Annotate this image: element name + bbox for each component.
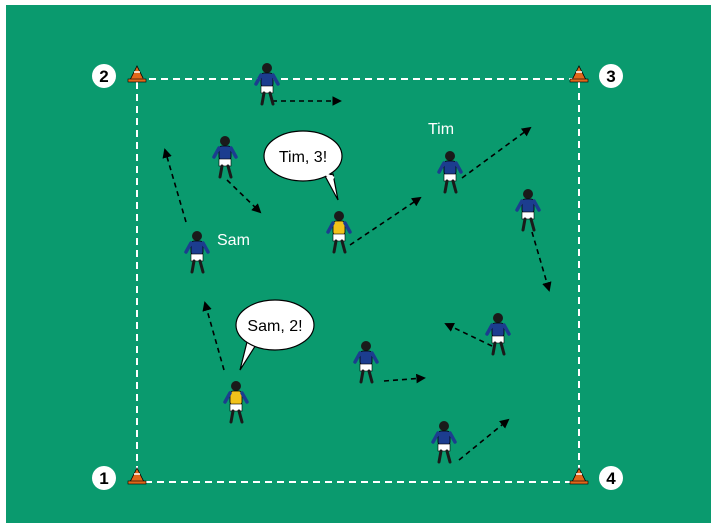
player xyxy=(485,311,511,356)
player-label-tim: Tim xyxy=(428,121,454,138)
cone-number-3: 3 xyxy=(606,67,615,86)
cone-2 xyxy=(127,65,147,83)
player-sam xyxy=(184,229,210,274)
grid-boundary xyxy=(136,78,580,483)
callout-left: Sam, 2! xyxy=(235,299,315,371)
cone-badge-1: 1 xyxy=(92,466,116,490)
arrow xyxy=(202,301,225,371)
player xyxy=(212,134,238,179)
callout-left-text: Sam, 2! xyxy=(247,318,302,335)
callout-top: Tim, 3! xyxy=(263,130,343,201)
movement-arrows xyxy=(162,96,552,461)
cone-3 xyxy=(569,65,589,83)
cone-number-1: 1 xyxy=(99,469,108,488)
cone-badge-3: 3 xyxy=(599,64,623,88)
arrow xyxy=(458,418,510,461)
arrow xyxy=(531,231,552,292)
cone-1 xyxy=(127,467,147,485)
cone-badge-2: 2 xyxy=(92,64,116,88)
player-tim xyxy=(437,149,463,194)
pitch xyxy=(6,5,711,523)
player-label-sam: Sam xyxy=(217,232,250,249)
cone-number-2: 2 xyxy=(99,67,108,86)
player-bib-left xyxy=(223,379,249,424)
callout-top-text: Tim, 3! xyxy=(279,149,327,166)
arrow xyxy=(444,322,493,347)
arrow xyxy=(349,196,422,246)
player xyxy=(254,61,280,106)
arrow xyxy=(461,126,532,179)
player xyxy=(431,419,457,464)
cone-number-4: 4 xyxy=(606,469,616,488)
arrow xyxy=(162,148,187,223)
cone-4 xyxy=(569,467,589,485)
player xyxy=(515,187,541,232)
arrow xyxy=(383,373,426,384)
player-bib-top xyxy=(326,209,352,254)
cone-badge-4: 4 xyxy=(599,466,623,490)
arrow xyxy=(226,179,262,214)
player xyxy=(353,339,379,384)
